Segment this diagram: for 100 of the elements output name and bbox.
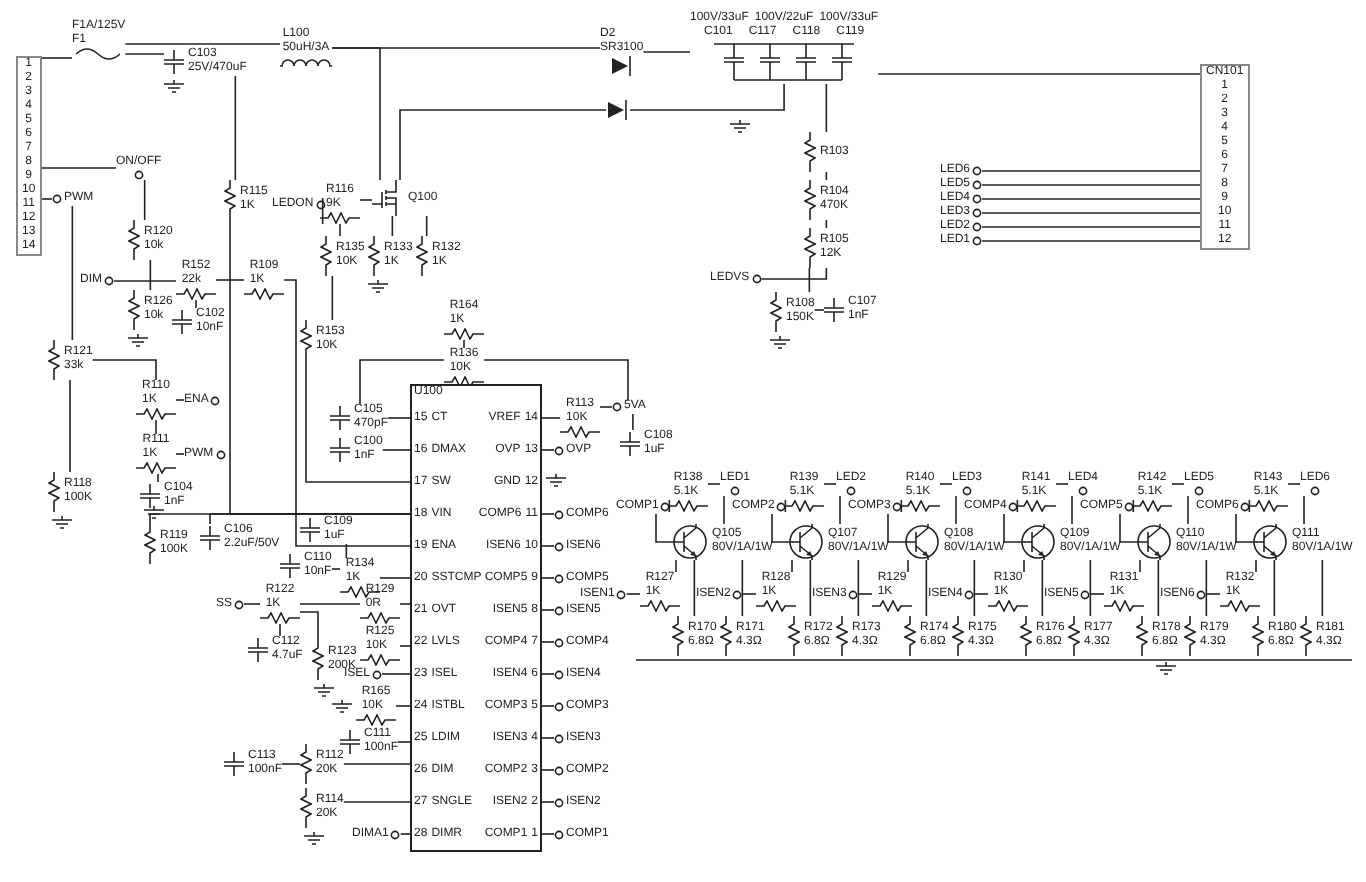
wire <box>925 559 928 617</box>
wire <box>887 513 905 543</box>
wire <box>343 763 411 765</box>
wire <box>1089 593 1105 595</box>
wire <box>541 449 555 451</box>
wire <box>809 559 812 617</box>
wire <box>825 83 828 133</box>
ic-chip <box>410 384 542 852</box>
wire <box>1003 513 1021 543</box>
wire <box>541 769 555 771</box>
wire <box>381 673 411 675</box>
wire <box>741 559 744 617</box>
wire <box>279 623 281 637</box>
wire <box>973 559 976 617</box>
wire <box>981 226 1201 228</box>
wire <box>1205 593 1221 595</box>
wire <box>877 73 1201 75</box>
wire <box>391 215 394 237</box>
wire <box>195 299 197 309</box>
wire <box>331 47 381 181</box>
wire <box>124 43 281 45</box>
wire <box>541 609 555 611</box>
wire <box>981 240 1201 242</box>
wire <box>541 737 555 739</box>
wire <box>541 801 555 803</box>
wire <box>483 359 629 401</box>
wire <box>175 453 185 455</box>
connector-block <box>16 56 42 256</box>
wire <box>655 513 673 543</box>
wire <box>907 559 909 573</box>
wire <box>345 543 348 559</box>
wire <box>693 559 696 617</box>
wire <box>981 212 1201 214</box>
wire <box>1139 559 1141 573</box>
wire <box>91 359 157 381</box>
wire <box>157 473 159 483</box>
wire <box>399 109 607 181</box>
wire <box>1205 559 1208 617</box>
wire <box>1023 559 1025 573</box>
wire <box>825 219 828 229</box>
wire <box>299 611 319 641</box>
wire <box>1255 559 1257 573</box>
wire <box>281 763 301 765</box>
wire <box>359 199 373 201</box>
wire <box>813 309 825 311</box>
wire <box>359 359 445 405</box>
wire <box>399 603 411 605</box>
wire <box>784 499 787 513</box>
wire <box>541 417 561 419</box>
wire <box>215 279 245 281</box>
wire <box>124 53 165 55</box>
wire <box>1187 495 1189 525</box>
wire <box>625 593 641 595</box>
wire <box>955 495 957 525</box>
wire <box>1055 483 1069 485</box>
wire <box>1273 559 1276 617</box>
wire <box>40 57 73 59</box>
wire <box>599 406 613 408</box>
wire <box>71 205 74 341</box>
wire <box>69 379 71 473</box>
wire <box>305 359 411 483</box>
wire <box>339 223 341 237</box>
wire <box>857 593 873 595</box>
wire <box>939 483 953 485</box>
wire <box>741 593 757 595</box>
wire <box>857 559 860 617</box>
wire <box>808 267 811 293</box>
wire <box>541 705 555 707</box>
wire <box>981 170 1201 172</box>
wire <box>823 483 837 485</box>
wire <box>839 495 841 525</box>
wire <box>1287 483 1301 485</box>
wire <box>40 198 53 200</box>
wire <box>1303 495 1305 525</box>
wire <box>825 171 828 181</box>
wire <box>175 399 185 401</box>
wire <box>541 641 555 643</box>
wire <box>1321 559 1324 617</box>
wire <box>1119 513 1137 543</box>
wire <box>981 198 1201 200</box>
wire <box>541 673 555 675</box>
wire <box>981 184 1201 186</box>
wire <box>675 559 677 573</box>
wire <box>1071 495 1073 525</box>
wire <box>1235 513 1253 543</box>
wire <box>629 83 785 111</box>
wire <box>541 513 555 515</box>
wire <box>149 259 152 291</box>
wire <box>399 645 411 647</box>
wire <box>791 559 793 573</box>
wire <box>283 279 411 547</box>
wire <box>343 801 411 803</box>
wire <box>632 413 634 431</box>
wire <box>331 568 341 570</box>
wire <box>541 545 555 547</box>
wire <box>143 179 146 221</box>
wire <box>321 197 324 225</box>
wire <box>1041 559 1044 617</box>
wire <box>399 833 411 835</box>
wire <box>463 339 465 349</box>
